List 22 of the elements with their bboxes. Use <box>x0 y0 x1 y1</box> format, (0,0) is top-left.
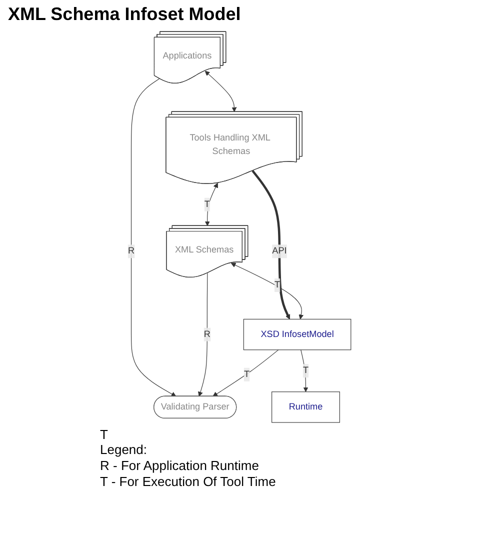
arrow <box>300 350 308 392</box>
node-box: XSD InfosetModel <box>242 318 351 350</box>
arrow <box>230 262 304 320</box>
arrow <box>204 70 236 112</box>
arrow <box>130 78 176 397</box>
edge-label: API <box>272 246 286 256</box>
title: XML Schema Infoset Model <box>8 4 242 25</box>
edge-label: T <box>302 366 308 376</box>
arrow <box>212 350 278 397</box>
legend-text: T - For Execution Of Tool Time <box>100 474 276 489</box>
note-text: T <box>100 427 109 442</box>
edge-label: T <box>244 369 250 380</box>
edge-label: R <box>128 246 134 256</box>
edge-label: T <box>274 280 280 290</box>
node-box: Runtime <box>271 392 340 423</box>
arrow <box>198 272 208 397</box>
edge-label: R <box>203 329 210 340</box>
arrow <box>204 182 218 226</box>
note-text: Legend: <box>100 442 148 457</box>
arrow <box>251 170 290 320</box>
edge-label: T <box>204 199 210 210</box>
legend-text: R - For Application Runtime <box>100 458 259 473</box>
